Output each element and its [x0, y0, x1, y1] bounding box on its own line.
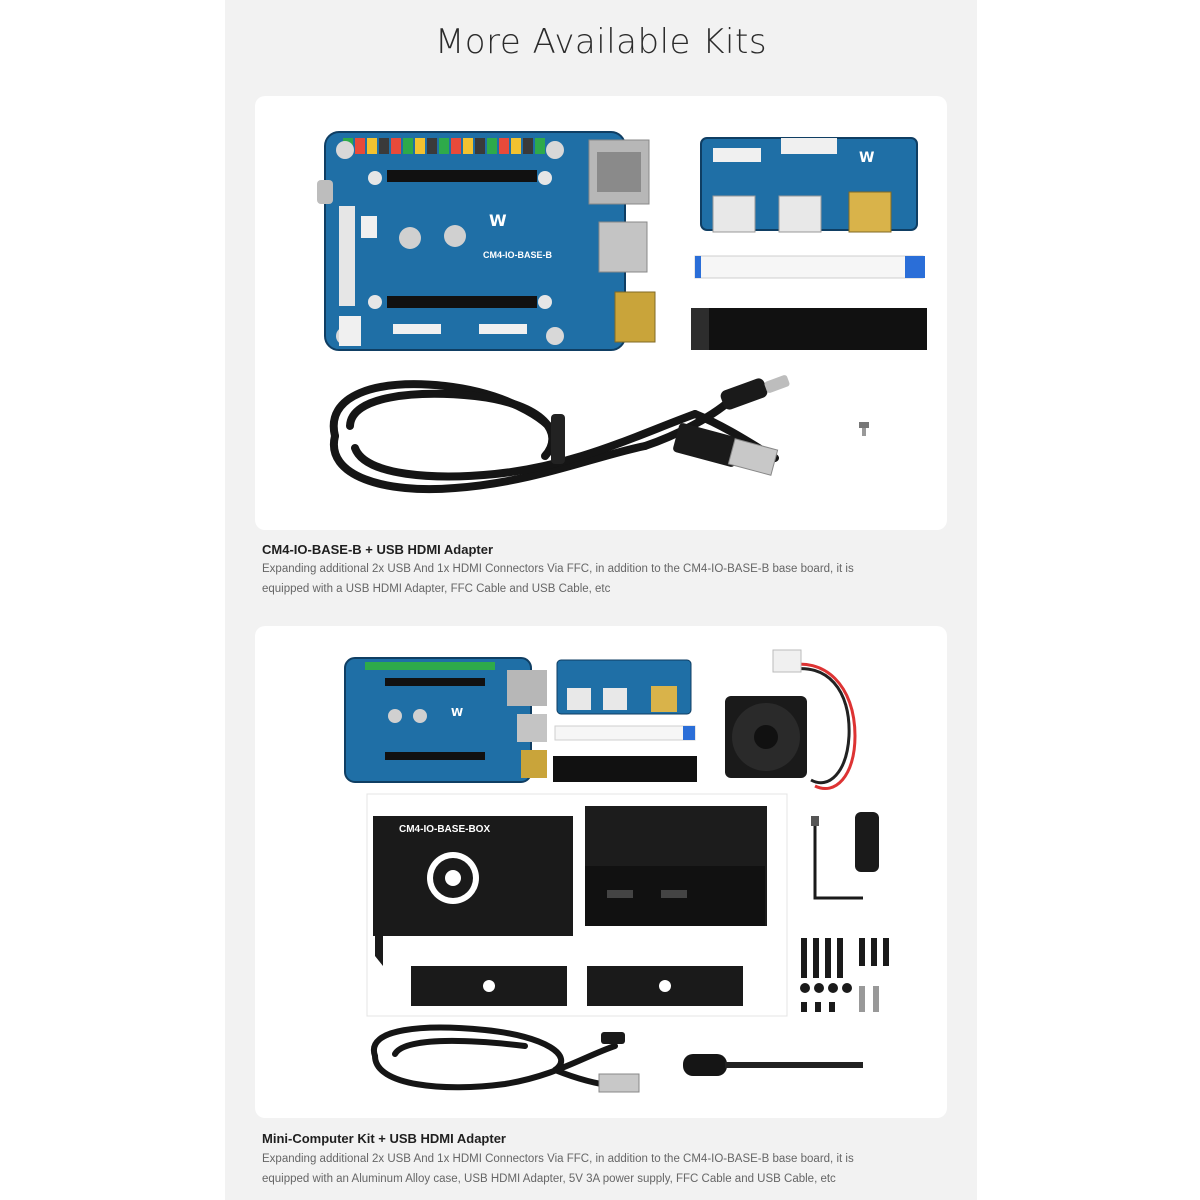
ffc-cable-black — [691, 308, 927, 350]
usb-a-plug-small — [598, 1073, 640, 1093]
kit-card-1: W CM4-IO-BASE-B — [255, 96, 947, 530]
usb-a-plug — [673, 423, 779, 476]
svg-text:W: W — [489, 211, 507, 230]
power-supply — [811, 812, 879, 900]
kit-card-2: W — [255, 626, 947, 1118]
ffc-cable-black-small — [553, 756, 697, 782]
case-lid: CM4-IO-BASE-BOX — [373, 816, 573, 966]
kit-1-description-line-1: Expanding additional 2x USB And 1x HDMI … — [262, 563, 854, 575]
cable-tie — [551, 414, 565, 464]
kit-2-name: Mini-Computer Kit + USB HDMI Adapter — [262, 1131, 506, 1146]
page-title: More Available Kits — [434, 22, 768, 62]
usb-c-plug-small — [601, 1032, 625, 1044]
usb-cable-coiled-small — [370, 1024, 618, 1091]
cm4-io-base-b-board-small: W — [344, 657, 547, 783]
kit-2-description-line-1: Expanding additional 2x USB And 1x HDMI … — [262, 1153, 854, 1165]
case-label: CM4-IO-BASE-BOX — [399, 824, 490, 835]
case-body — [585, 806, 767, 926]
ffc-cable-blue — [694, 255, 925, 279]
screw — [859, 422, 869, 436]
kit-2-product-image: W — [344, 649, 889, 1093]
usb-c-plug — [720, 375, 790, 410]
svg-text:W: W — [859, 150, 874, 166]
kit-1-name: CM4-IO-BASE-B + USB HDMI Adapter — [262, 542, 494, 557]
ffc-cable-blue-small — [554, 725, 696, 741]
ffc-cable-tab — [683, 726, 695, 740]
kit-1-product-image: W CM4-IO-BASE-B — [317, 131, 927, 494]
usb-hdmi-adapter-board: W — [700, 137, 918, 233]
svg-text:CM4-IO-BASE-B: CM4-IO-BASE-B — [483, 250, 552, 260]
screwdriver — [683, 1054, 863, 1076]
cooling-fan — [725, 649, 857, 790]
kit-1-description-line-2: equipped with a USB HDMI Adapter, FFC Ca… — [262, 583, 611, 595]
usb-hdmi-adapter-board-small — [556, 659, 692, 715]
kit-2-description: Expanding additional 2x USB And 1x HDMI … — [262, 1149, 942, 1189]
kit-1-description: Expanding additional 2x USB And 1x HDMI … — [262, 559, 942, 599]
cm4-io-base-b-board: W CM4-IO-BASE-B — [317, 131, 656, 351]
kit-2-description-line-2: equipped with an Aluminum Alloy case, US… — [262, 1173, 836, 1185]
product-page: More Available Kits — [225, 0, 977, 1200]
screw-set — [800, 938, 889, 1012]
svg-text:W: W — [451, 706, 463, 719]
